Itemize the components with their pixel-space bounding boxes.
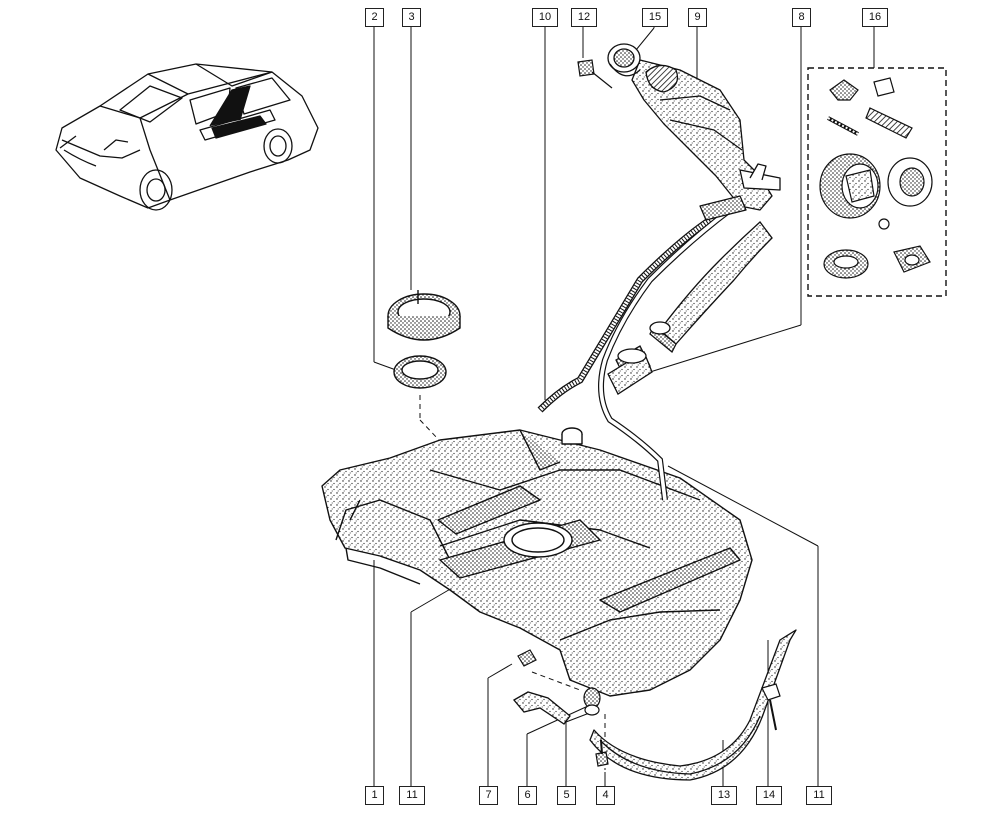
callout-16: 16	[862, 8, 888, 27]
callout-8: 8	[792, 8, 811, 27]
callout-11-left: 11	[399, 786, 425, 805]
callout-11-right: 11	[806, 786, 832, 805]
callout-12: 12	[571, 8, 597, 27]
mounting-washer	[583, 687, 601, 716]
callout-15: 15	[642, 8, 668, 27]
tank-strap	[589, 629, 797, 781]
filler-cap-seal	[607, 43, 641, 77]
fuel-filter	[607, 345, 653, 395]
fuel-feed-pipe	[598, 207, 732, 501]
callout-5: 5	[557, 786, 576, 805]
pump-seal-ring	[393, 355, 447, 389]
callout-9: 9	[688, 8, 707, 27]
strap-bracket	[513, 691, 571, 725]
callout-7: 7	[479, 786, 498, 805]
filler-neck-hose	[649, 221, 773, 354]
mounting-nut	[517, 649, 537, 667]
callout-10: 10	[532, 8, 558, 27]
callout-1: 1	[365, 786, 384, 805]
callout-13: 13	[711, 786, 737, 805]
callout-2: 2	[365, 8, 384, 27]
filler-neck	[631, 59, 781, 221]
callout-6: 6	[518, 786, 537, 805]
filler-screw	[577, 59, 613, 89]
mounting-bolt	[595, 739, 609, 767]
pump-lock-ring	[387, 290, 461, 341]
fuel-tank	[321, 427, 753, 697]
callout-4: 4	[596, 786, 615, 805]
car-locator-illustration	[55, 63, 319, 211]
parts-kit-box	[807, 67, 947, 297]
strap-fastener-clip	[761, 683, 781, 731]
callout-3: 3	[402, 8, 421, 27]
vent-pipe	[537, 217, 712, 413]
callout-14: 14	[756, 786, 782, 805]
